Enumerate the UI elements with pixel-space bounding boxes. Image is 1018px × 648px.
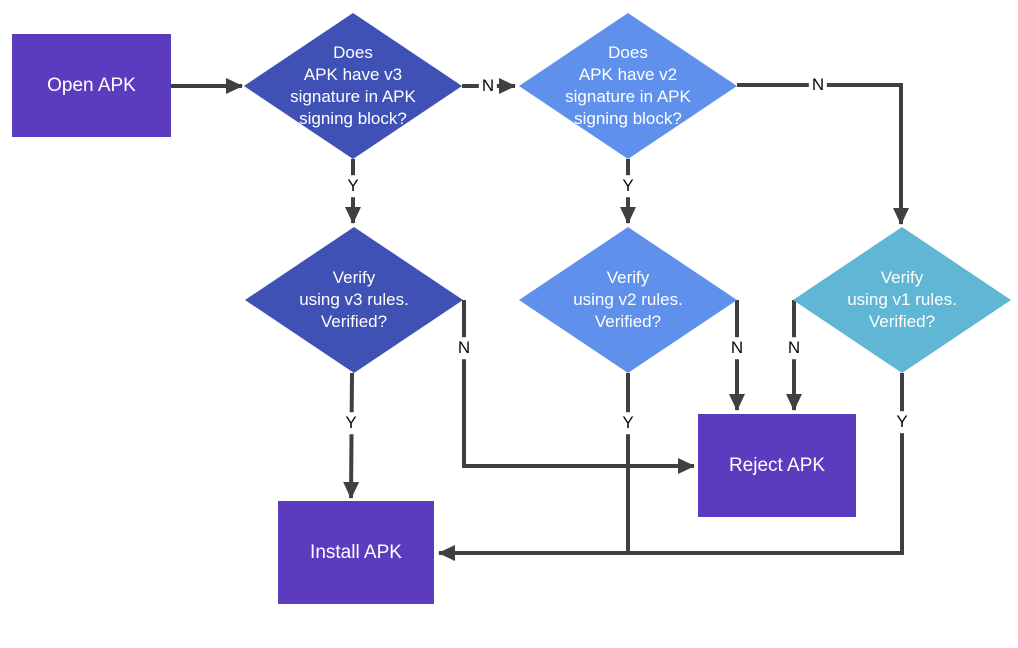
open-apk-label: Open APK (47, 74, 136, 96)
v2sig-no-label: N (808, 74, 828, 96)
v1verify-no-label: N (784, 337, 804, 359)
v1-verify-decision-label: Verify using v1 rules. Verified? (847, 268, 957, 331)
v3verify-no-label: N (454, 337, 474, 359)
v2verify-no-label: N (727, 337, 747, 359)
v1verify-yes-label: Y (893, 411, 911, 433)
install-apk-label: Install APK (310, 541, 402, 563)
v2-verify-decision-label: Verify using v2 rules. Verified? (573, 268, 683, 331)
open-apk-node: Open APK (12, 34, 171, 137)
reject-apk-label: Reject APK (728, 454, 826, 476)
v3-signature-decision-label: Does APK have v3 signature in APK signin… (290, 43, 416, 128)
install-apk-node: Install APK (278, 501, 434, 604)
v3verify-yes-label: Y (342, 412, 360, 434)
v2sig-yes-label: Y (619, 175, 637, 197)
v2verify-yes-label: Y (619, 412, 637, 434)
v3sig-no-label: N (478, 75, 498, 97)
v3-verify-decision-label: Verify using v3 rules. Verified? (299, 268, 409, 331)
edge-v3verify-yes-to-install (343, 372, 360, 499)
v3sig-yes-label: Y (344, 175, 362, 197)
edge-v2sig-no-to-v1verify (737, 83, 909, 225)
reject-apk-node: Reject APK (698, 414, 856, 517)
v2-signature-decision-label: Does APK have v2 signature in APK signin… (565, 43, 691, 128)
edge-v1verify-yes-to-install (438, 373, 904, 561)
